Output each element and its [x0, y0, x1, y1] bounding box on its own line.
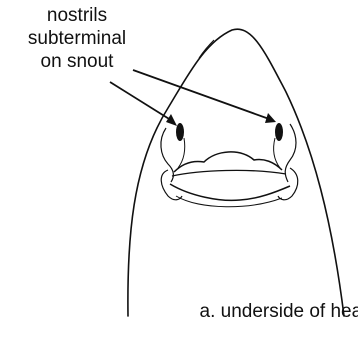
- left-nostril: [176, 123, 184, 141]
- right-nostril: [275, 123, 283, 141]
- head-outline: [128, 29, 344, 316]
- mouth-upper-lip: [174, 152, 282, 172]
- callout-line-1: nostrils: [4, 4, 150, 27]
- left-nostril-groove: [178, 138, 185, 168]
- chin-fold: [176, 196, 282, 207]
- mouth-line: [172, 170, 286, 176]
- arrow-head-right: [265, 113, 276, 123]
- arrow-to-right-nostril: [133, 70, 272, 120]
- arrow-to-left-nostril: [110, 82, 174, 122]
- nostril-callout-label: nostrils subterminal on snout: [4, 4, 150, 73]
- mouth-lower-lip: [170, 184, 290, 200]
- figure-caption-wrapper: a. underside of head: [200, 300, 201, 323]
- right-nostril-flap: [285, 124, 296, 182]
- figure-caption: a. underside of head: [200, 300, 201, 323]
- arrow-head-left: [166, 114, 177, 126]
- callout-line-2: subterminal: [4, 27, 150, 50]
- callout-line-3: on snout: [4, 50, 150, 73]
